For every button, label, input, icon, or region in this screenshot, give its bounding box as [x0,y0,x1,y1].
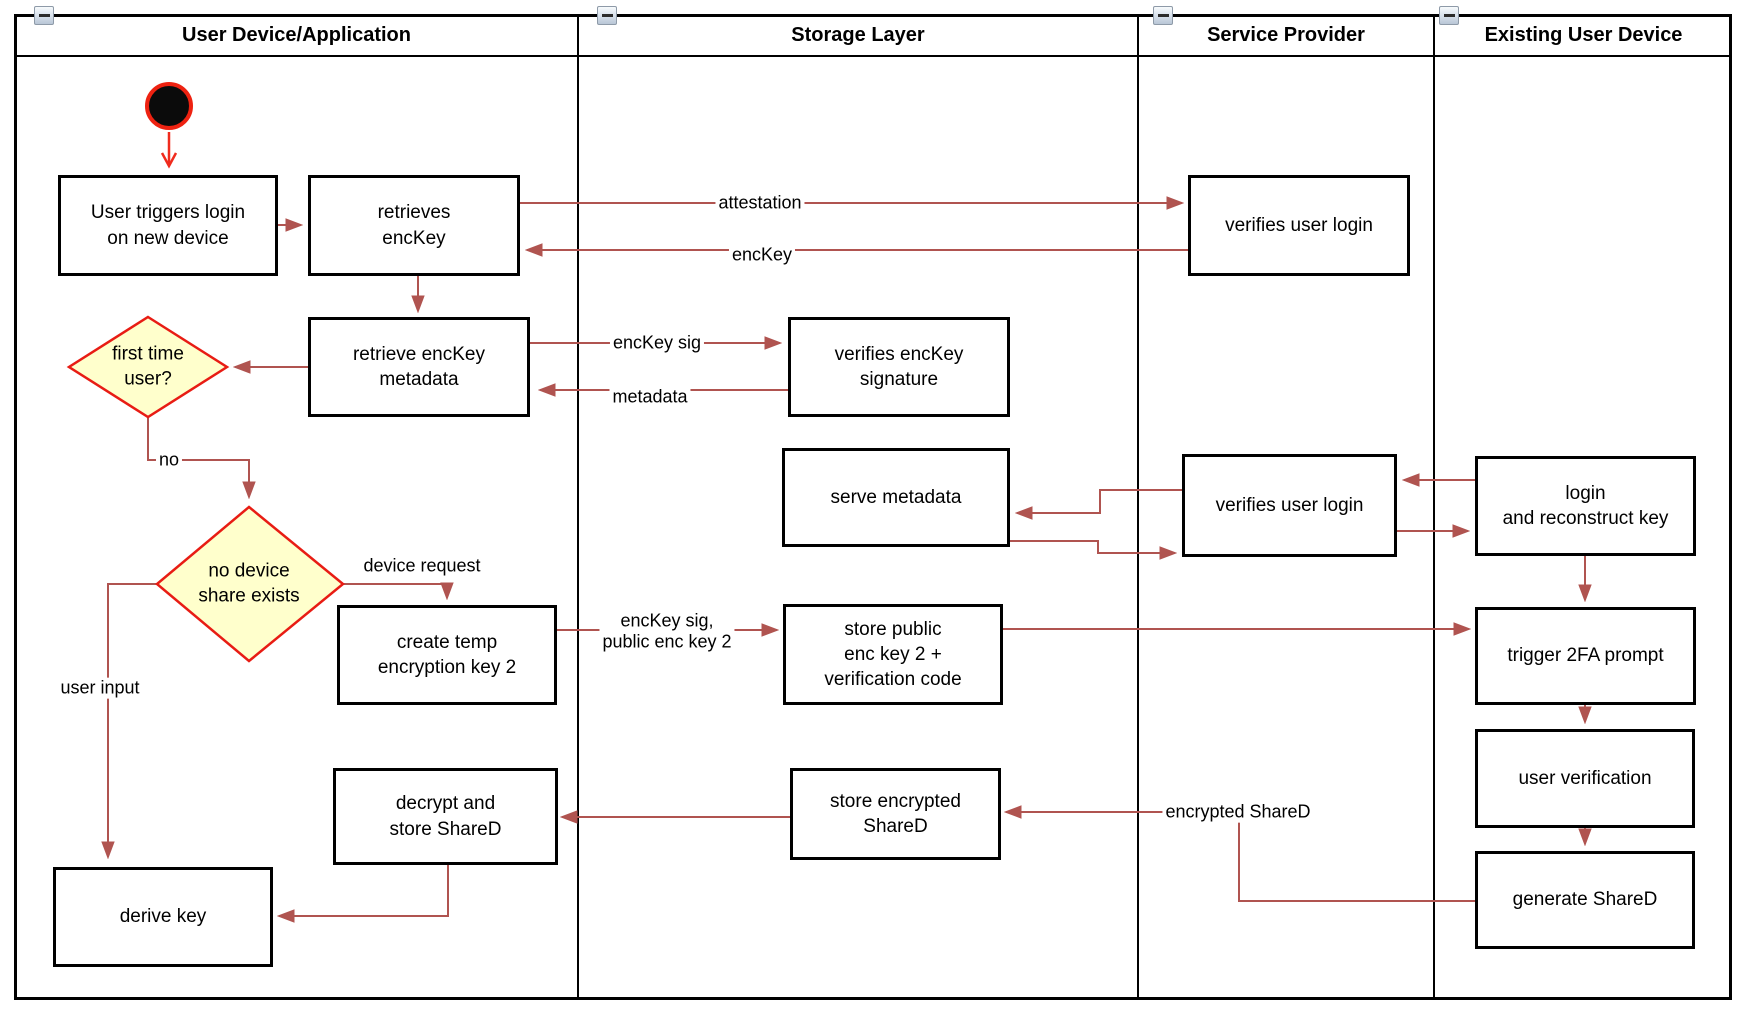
minus-icon [601,14,613,17]
node-retrieve-enckey-metadata[interactable]: retrieve encKey metadata [308,317,530,417]
node-store-encrypted-shared[interactable]: store encrypted ShareD [790,768,1001,860]
lane-collapse-button-existing-user-device[interactable] [1439,6,1459,25]
lane-header-existing-user-device[interactable]: Existing User Device [1435,16,1732,55]
lane-divider-1 [577,14,579,1000]
node-create-temp-encryption-key-2[interactable]: create temp encryption key 2 [337,605,557,705]
edge-label-enckey-sig: encKey sig [609,332,705,354]
edge-label-enckey-sig-public-enc-key-2: encKey sig, public enc key 2 [599,610,735,652]
minus-icon [38,14,50,17]
edge-label-device-request: device request [363,555,481,576]
lane-collapse-button-service-provider[interactable] [1153,6,1173,25]
edge-label-encrypted-shared: encrypted ShareD [1162,801,1314,823]
node-decrypt-and-store-shared[interactable]: decrypt and store ShareD [333,768,558,865]
node-store-public-enc-key-2[interactable]: store public enc key 2 + verification co… [783,604,1003,705]
node-serve-metadata[interactable]: serve metadata [782,448,1010,547]
lane-header-separator [14,55,1732,57]
node-login-and-reconstruct-key[interactable]: login and reconstruct key [1475,456,1696,556]
minus-icon [1157,14,1169,17]
node-verifies-user-login-mid[interactable]: verifies user login [1182,454,1397,557]
edge-label-user-input: user input [57,677,143,699]
lane-collapse-button-user-device[interactable] [34,6,54,25]
lane-title: Service Provider [1207,24,1365,46]
node-verifies-enckey-signature[interactable]: verifies encKey signature [788,317,1010,417]
node-trigger-2fa-prompt[interactable]: trigger 2FA prompt [1475,607,1696,705]
node-generate-shared[interactable]: generate ShareD [1475,851,1695,949]
edge-label-enckey: encKey [728,244,796,266]
lane-title: User Device/Application [182,24,411,46]
node-user-verification[interactable]: user verification [1475,729,1695,828]
lane-divider-2 [1137,14,1139,1000]
node-user-triggers-login[interactable]: User triggers login on new device [58,175,278,276]
edge-label-metadata: metadata [609,386,691,408]
lane-divider-3 [1433,14,1435,1000]
node-retrieves-enckey[interactable]: retrieves encKey [308,175,520,276]
minus-icon [1443,14,1455,17]
lane-title: Storage Layer [791,24,925,46]
decision-label-first-time-user: first time user? [112,343,184,389]
edge-label-no: no [155,449,183,471]
lane-header-service-provider[interactable]: Service Provider [1139,16,1433,55]
lane-collapse-button-storage-layer[interactable] [597,6,617,25]
edge-label-attestation: attestation [715,192,805,214]
node-derive-key[interactable]: derive key [53,867,273,967]
node-verifies-user-login-top[interactable]: verifies user login [1188,175,1410,276]
lane-header-storage-layer[interactable]: Storage Layer [579,16,1137,55]
lane-header-user-device[interactable]: User Device/Application [16,16,577,55]
decision-label-no-device-share-exists: no device share exists [198,560,300,606]
lane-title: Existing User Device [1484,24,1683,46]
